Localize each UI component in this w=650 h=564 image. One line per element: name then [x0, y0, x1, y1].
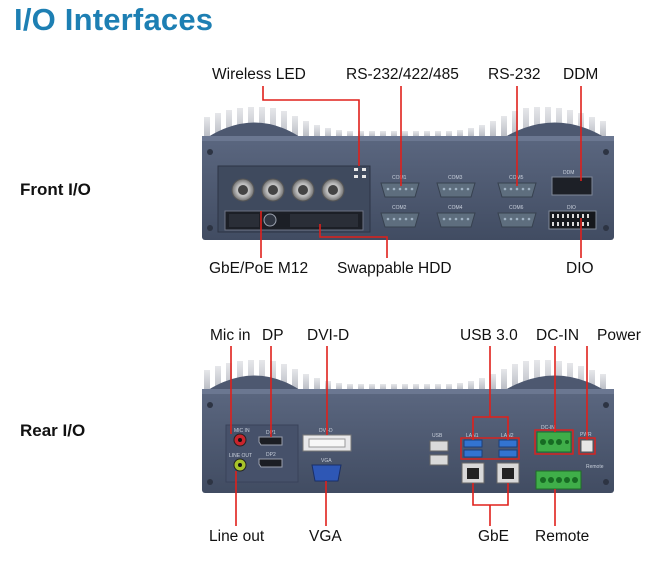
silk-com1: COM1: [392, 175, 407, 181]
callout-wireless-led: Wireless LED: [212, 66, 306, 83]
page-title: I/O Interfaces: [14, 2, 214, 37]
callout-rs232: RS-232: [488, 66, 541, 83]
callout-dvi-d: DVI-D: [307, 327, 350, 344]
power-button[interactable]: [580, 439, 594, 453]
silk-ddm: DDM: [563, 170, 574, 176]
callout-vga: VGA: [309, 528, 342, 545]
callout-power: Power: [597, 327, 641, 344]
silk-line-out: LINE OUT: [229, 453, 252, 459]
leader-usb3-a: [472, 346, 491, 440]
silk-vga: VGA: [321, 458, 332, 464]
callout-dio: DIO: [566, 260, 594, 277]
usb3-highlight: [460, 437, 520, 460]
wireless-led-cluster: [354, 168, 366, 178]
callout-line-out: Line out: [209, 528, 265, 545]
dc-in-highlight: [534, 429, 574, 455]
usb3-port-1[interactable]: [463, 439, 483, 448]
power-highlight: [578, 437, 596, 455]
callout-dc-in: DC-IN: [536, 327, 580, 344]
silk-usb: USB: [432, 433, 443, 439]
dio-header[interactable]: [548, 210, 597, 230]
m12-connectors[interactable]: [231, 178, 345, 202]
callout-mic-in: Mic in: [210, 327, 251, 344]
callout-ddm: DDM: [563, 66, 599, 83]
front-device: COM1 COM3 COM5 COM2 COM4 COM6 DDM DIO: [202, 107, 614, 240]
silk-dio: DIO: [567, 205, 576, 211]
rear-leaders: [230, 346, 588, 526]
callout-rs232-422-485: RS-232/422/485: [346, 66, 459, 83]
leader-hdd: [319, 224, 388, 258]
usb-port-left-2[interactable]: [429, 454, 449, 466]
usb3-port-3[interactable]: [498, 439, 518, 448]
leader-usb3-b: [490, 416, 509, 440]
front-io-heading: Front I/O: [20, 180, 91, 199]
front-leaders: [260, 86, 582, 258]
callout-swappable-hdd: Swappable HDD: [337, 260, 452, 277]
silk-com2: COM2: [392, 205, 407, 211]
usb3-port-4[interactable]: [498, 449, 518, 458]
silk-power: PWR: [580, 432, 592, 438]
vga-port[interactable]: [311, 464, 342, 482]
usb-port-left-1[interactable]: [429, 440, 449, 452]
silk-mic-in: MIC IN: [234, 428, 250, 434]
silk-com3: COM3: [448, 175, 463, 181]
rear-io-heading: Rear I/O: [20, 421, 86, 440]
front-heatsink-fins: [204, 107, 606, 137]
callout-gbe: GbE: [478, 528, 510, 545]
silk-com6: COM6: [509, 205, 524, 211]
leader-wireless-led: [262, 86, 360, 166]
callout-usb3: USB 3.0: [460, 327, 518, 344]
callout-dp: DP: [262, 327, 284, 344]
rear-device: MIC IN LINE OUT DP1 DP2 DVI-D VGA USB LA…: [202, 360, 614, 493]
callout-remote: Remote: [535, 528, 590, 545]
dp1-port[interactable]: [258, 436, 283, 446]
silk-dp2: DP2: [266, 452, 276, 458]
silk-dvi-d: DVI-D: [319, 428, 333, 434]
hdd-lock[interactable]: [263, 213, 277, 227]
silk-dc-in: DC-IN: [541, 425, 555, 431]
silk-com4: COM4: [448, 205, 463, 211]
usb3-port-2[interactable]: [463, 449, 483, 458]
callout-gbe-poe-m12: GbE/PoE M12: [209, 260, 309, 277]
dp2-port[interactable]: [258, 458, 283, 468]
silk-remote: Remote: [586, 464, 604, 470]
rear-heatsink-fins: [204, 360, 606, 390]
ddm-slot[interactable]: [551, 176, 593, 196]
